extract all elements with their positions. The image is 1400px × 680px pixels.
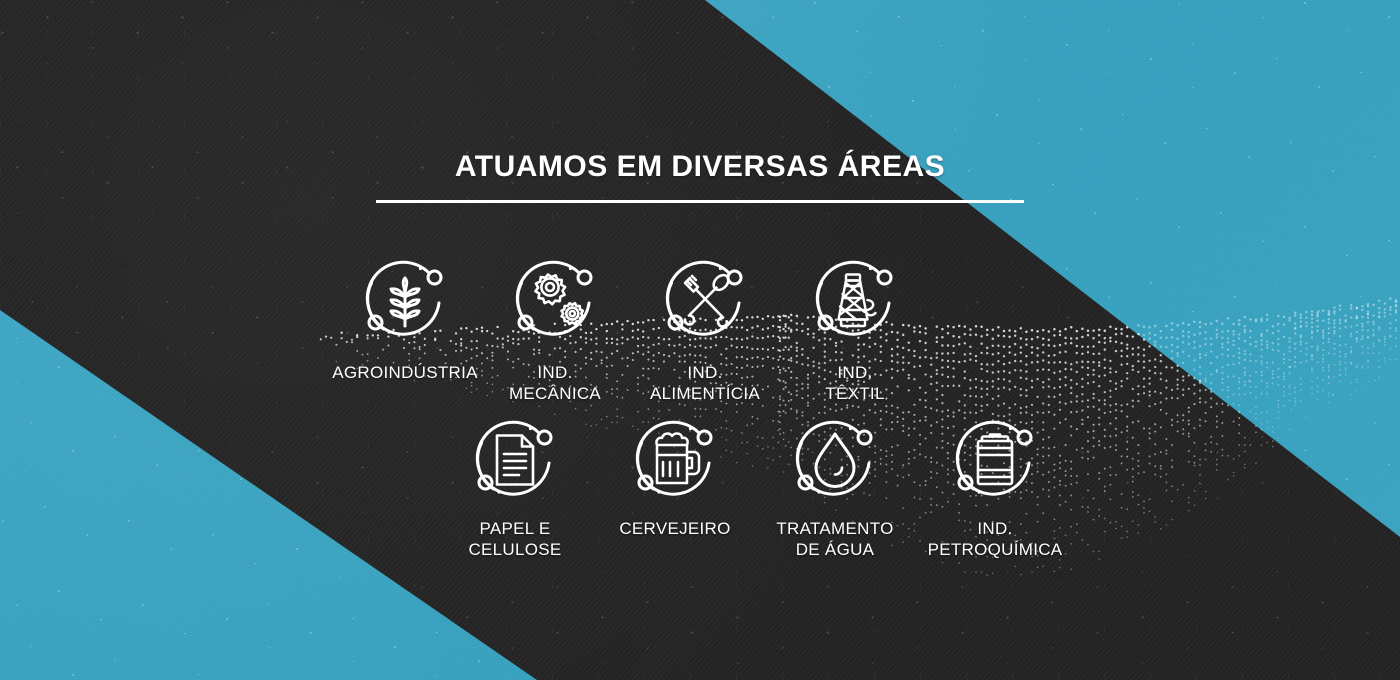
oil-barrel-icon [945,410,1045,510]
sector-item-alimenticia[interactable]: IND. ALIMENTÍCIA [630,250,780,350]
sector-label: PAPEL E CELULOSE [468,518,561,560]
title-underline [376,200,1024,203]
sector-item-tratamento-agua[interactable]: TRATAMENTO DE ÁGUA [755,410,915,510]
wheat-icon [355,250,455,350]
sector-row-1: AGROINDÚSTRIA [330,250,930,350]
sector-item-cervejeiro[interactable]: CERVEJEIRO [595,410,755,510]
thread-spool-icon [805,250,905,350]
sector-item-petroquimica[interactable]: IND. PETROQUÍMICA [915,410,1075,510]
sector-label: IND. TÊXTIL [818,362,893,404]
sector-item-papel-celulose[interactable]: PAPEL E CELULOSE [435,410,595,510]
sector-label: IND. PETROQUÍMICA [928,518,1063,560]
water-drop-icon [785,410,885,510]
gears-icon [505,250,605,350]
fork-spoon-icon [655,250,755,350]
sector-label: IND. MECÂNICA [509,362,601,404]
beer-mug-icon [625,410,725,510]
sector-label: CERVEJEIRO [619,518,730,539]
page-title-wrap: ATUAMOS EM DIVERSAS ÁREAS [0,152,1400,182]
sector-item-agroindustria[interactable]: AGROINDÚSTRIA [330,250,480,350]
document-icon [465,410,565,510]
sector-label: AGROINDÚSTRIA [332,362,478,383]
sector-label: IND. ALIMENTÍCIA [650,362,760,404]
page-title: ATUAMOS EM DIVERSAS ÁREAS [455,152,945,182]
sector-label: TRATAMENTO DE ÁGUA [776,518,893,560]
sector-row-2: PAPEL E CELULOSE [435,410,1075,510]
sector-item-mecanica[interactable]: IND. MECÂNICA [480,250,630,350]
sector-item-textil[interactable]: IND. TÊXTIL [780,250,930,350]
